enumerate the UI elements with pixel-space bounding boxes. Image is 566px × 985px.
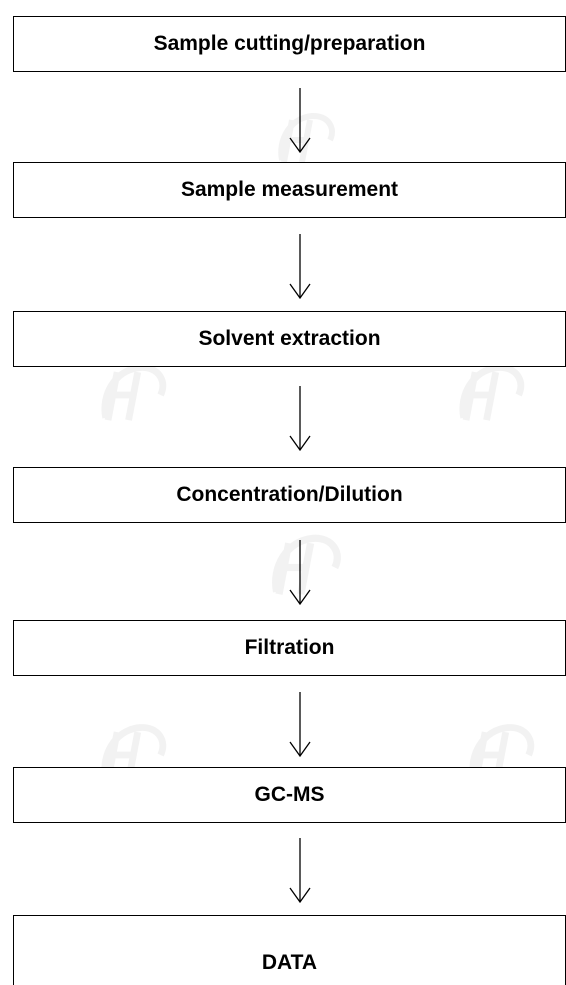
flow-step-data: DATA — [13, 915, 566, 985]
flow-step-sample-measurement: Sample measurement — [13, 162, 566, 218]
flow-step-solvent-extraction: Solvent extraction — [13, 311, 566, 367]
arrow-down-icon — [289, 88, 311, 154]
arrow-down-icon — [289, 838, 311, 904]
flow-step-sample-cutting: Sample cutting/preparation — [13, 16, 566, 72]
arrow-down-icon — [289, 386, 311, 452]
watermark-logo — [101, 364, 167, 421]
watermark-logo — [459, 364, 525, 421]
flow-step-gc-ms: GC-MS — [13, 767, 566, 823]
flow-step-filtration: Filtration — [13, 620, 566, 676]
arrow-down-icon — [289, 692, 311, 758]
arrow-down-icon — [289, 234, 311, 300]
arrow-down-icon — [289, 540, 311, 606]
flow-step-concentration-dilution: Concentration/Dilution — [13, 467, 566, 523]
